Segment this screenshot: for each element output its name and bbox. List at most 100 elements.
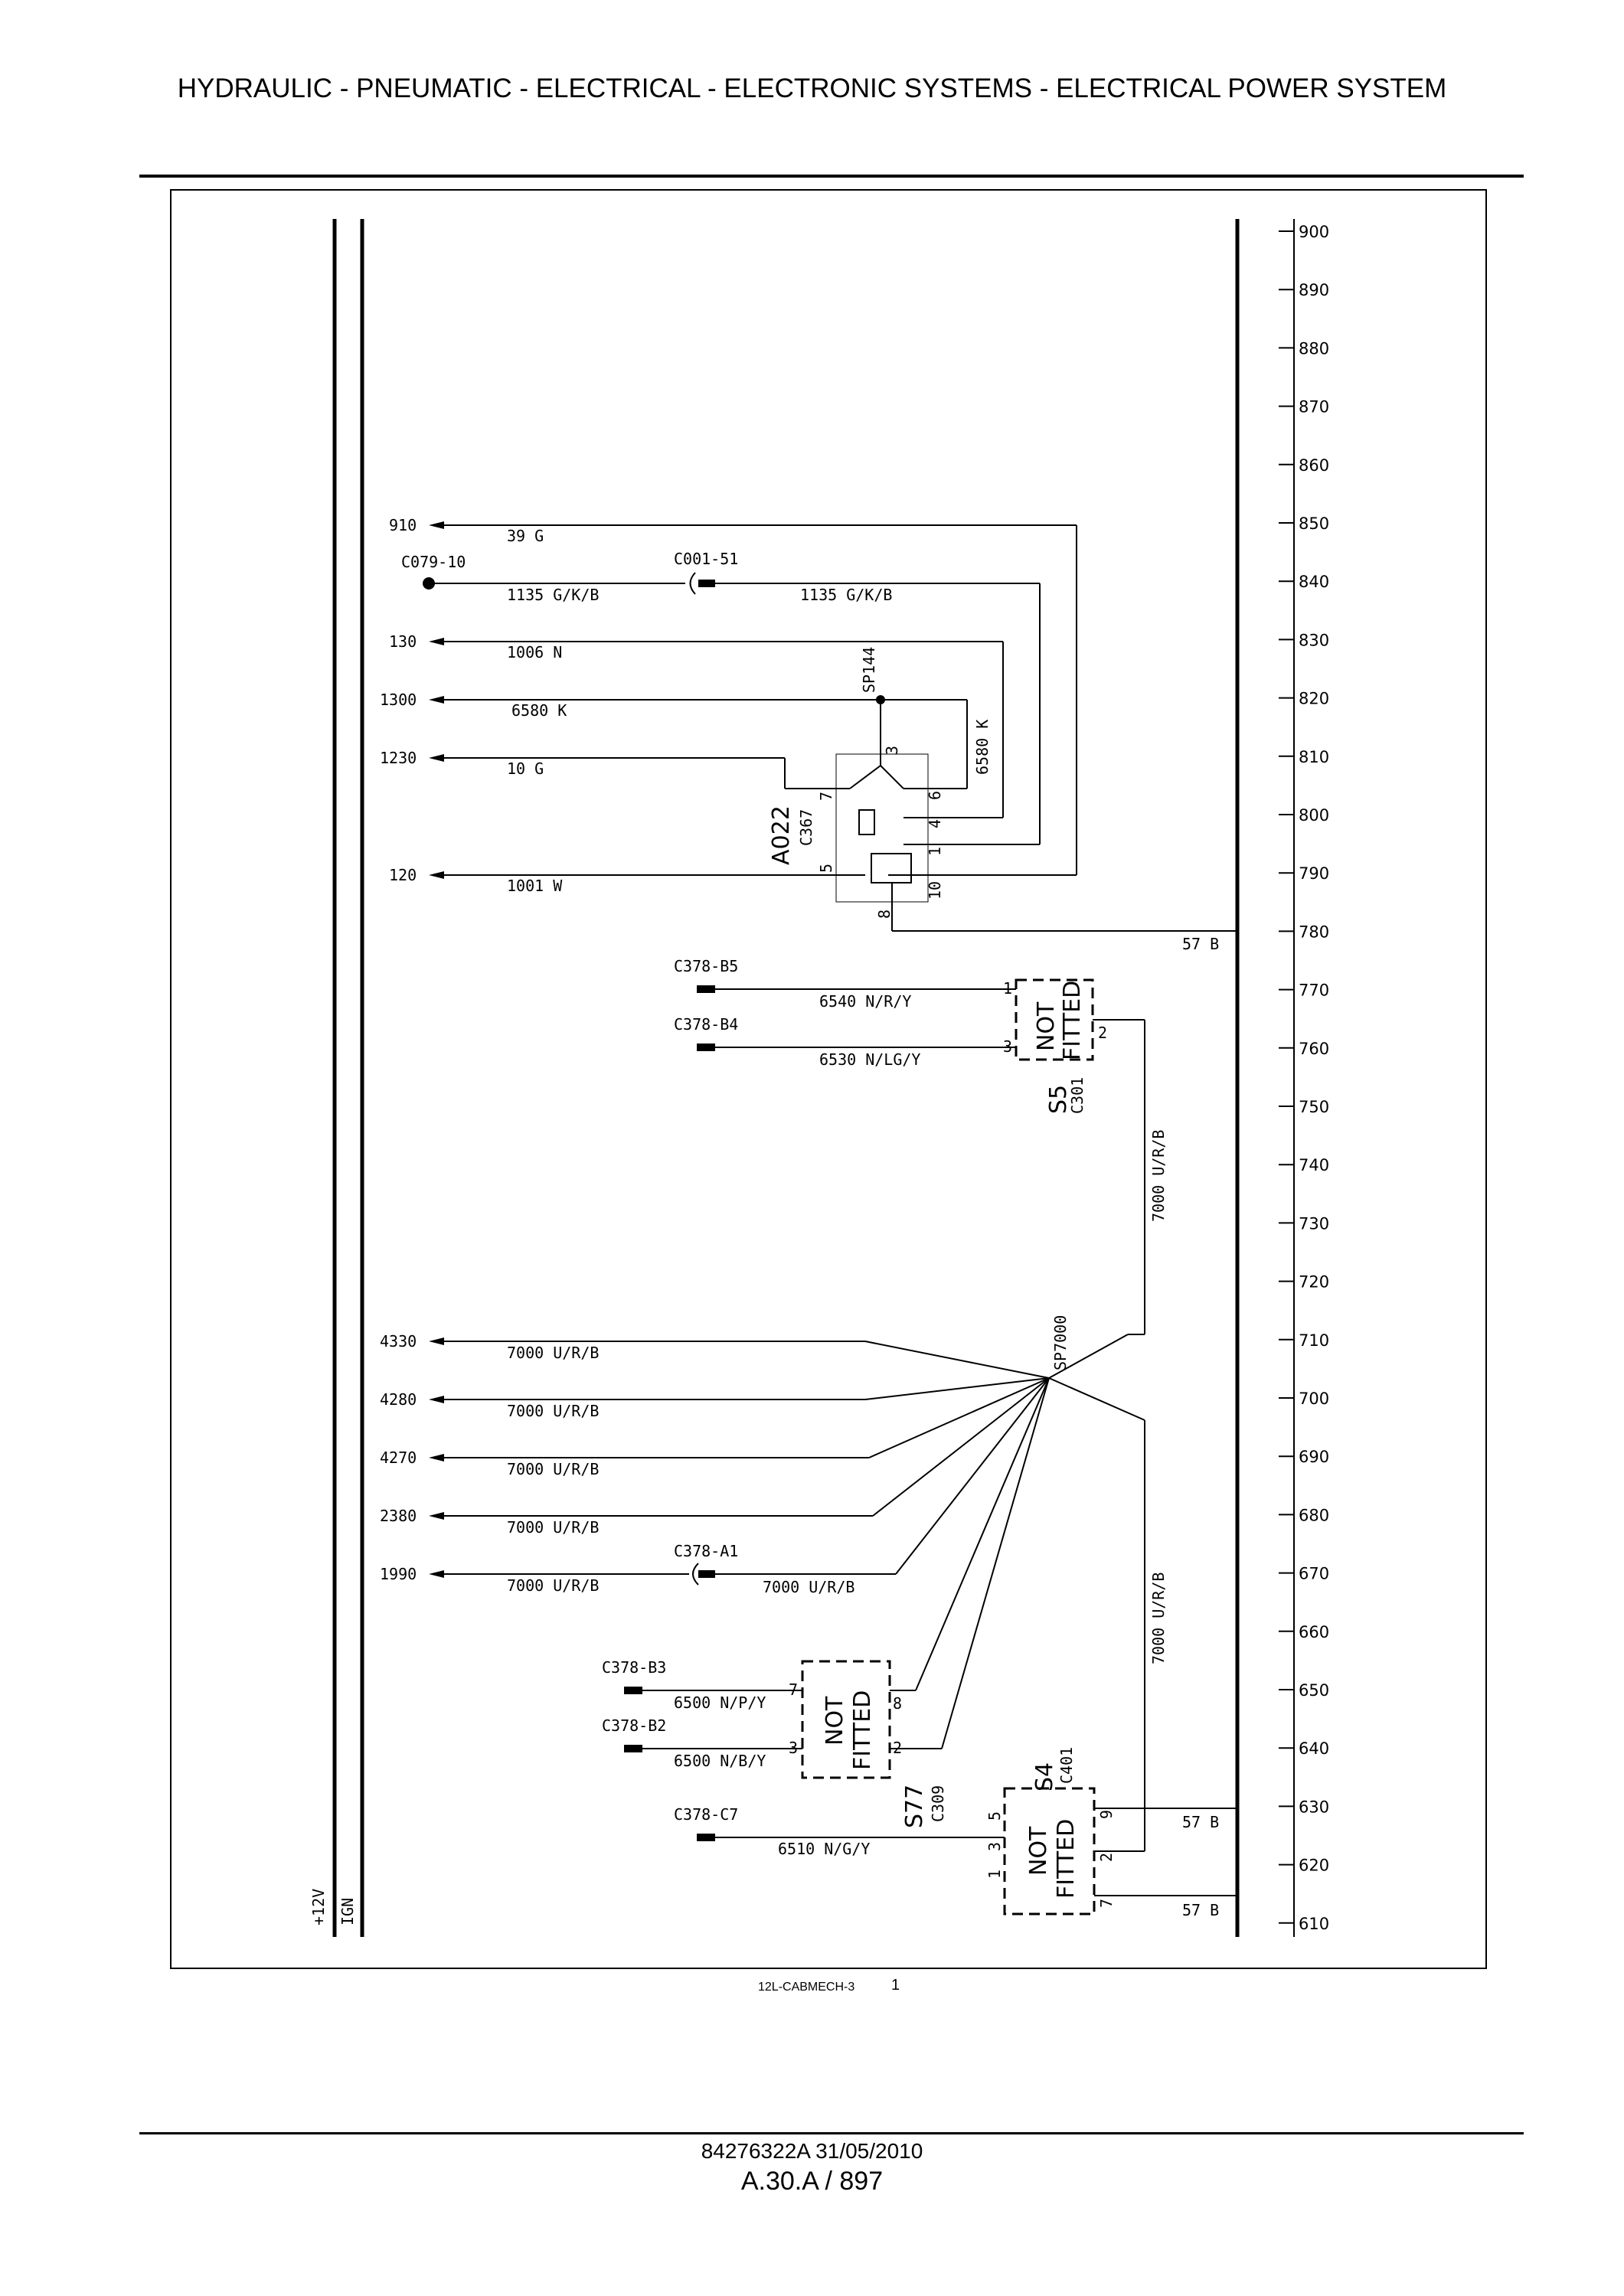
c378-b2-plug: [624, 1745, 642, 1752]
a022-body: [835, 753, 929, 903]
s77-not: NOT: [822, 1696, 848, 1746]
wire-7000-4270: 7000 U/R/B: [507, 1460, 599, 1478]
s5-name: S5: [1045, 1085, 1072, 1114]
s4-pin-9: 9: [1097, 1810, 1116, 1819]
wire-57b-780: 57 B: [1182, 935, 1219, 953]
s4-not: NOT: [1025, 1826, 1052, 1876]
s4-name: S4: [1031, 1762, 1058, 1791]
scale-label: 700: [1299, 1390, 1329, 1408]
ref-4280: 4280: [380, 1390, 417, 1409]
s5-not: NOT: [1033, 1001, 1060, 1051]
scale-ticks: [1279, 230, 1294, 1924]
sheet-number: 1: [891, 1977, 900, 1994]
a022-coil: [871, 853, 912, 883]
s4-pin-5: 5: [985, 1811, 1004, 1821]
c378-b4-label: C378-B4: [674, 1015, 738, 1034]
wire-39g: 39 G: [507, 527, 544, 545]
scale-label: 880: [1299, 339, 1329, 358]
s77-pin-8: 8: [893, 1694, 902, 1713]
a022-coil-symbol: [858, 809, 875, 835]
scale-label: 810: [1299, 748, 1329, 766]
c378-b3-plug: [624, 1687, 642, 1694]
scale-label: 870: [1299, 398, 1329, 416]
scale-label: 770: [1299, 981, 1329, 1000]
wire-1001w: 1001 W: [507, 877, 563, 895]
ref-130: 130: [389, 632, 417, 651]
supply-rail-label: +12V: [309, 1889, 328, 1925]
scale-label: 740: [1299, 1156, 1329, 1174]
s5-fitted: FITTED: [1059, 981, 1086, 1060]
scale-label: 650: [1299, 1681, 1329, 1700]
scale-label: 780: [1299, 923, 1329, 941]
wire-6500-npy: 6500 N/P/Y: [674, 1693, 766, 1712]
s4-pin-2: 2: [1097, 1853, 1116, 1862]
c079-10-terminal: [423, 577, 435, 590]
arrowheads: [429, 521, 444, 1578]
scale-label: 680: [1299, 1506, 1329, 1524]
scale-label: 620: [1299, 1857, 1329, 1875]
ref-1300: 1300: [380, 691, 417, 709]
scale-label: 610: [1299, 1915, 1329, 1933]
scale-label: 690: [1299, 1448, 1329, 1466]
c378-a1-label: C378-A1: [674, 1542, 738, 1560]
s4-pin-1: 1: [985, 1870, 1004, 1879]
c378-b2-label: C378-B2: [602, 1716, 666, 1735]
a022-pin-4: 4: [926, 819, 944, 828]
s77-connector: C309: [929, 1785, 947, 1822]
s4-fitted: FITTED: [1053, 1819, 1080, 1899]
scale-label: 790: [1299, 864, 1329, 883]
scale-label: 760: [1299, 1040, 1329, 1058]
doc-code: 84276322A 31/05/2010: [701, 2139, 923, 2163]
connector-plugs: [423, 577, 715, 1841]
scale-label: 670: [1299, 1565, 1329, 1583]
s5-pin-1: 1: [1003, 979, 1012, 998]
c378-b4-plug: [697, 1043, 715, 1051]
c378-b5-label: C378-B5: [674, 957, 738, 975]
scale-label: 850: [1299, 514, 1329, 533]
s5-body: [1015, 978, 1094, 1061]
diagram-label: 12L-CABMECH-3: [758, 1981, 855, 1994]
ref-1990: 1990: [380, 1565, 417, 1583]
s5-pin-3: 3: [1003, 1037, 1012, 1056]
ref-1230: 1230: [380, 749, 417, 767]
ref-4270: 4270: [380, 1448, 417, 1467]
s4-pin-7: 7: [1097, 1899, 1116, 1908]
wire-7000-4280: 7000 U/R/B: [507, 1402, 599, 1420]
scale-label: 630: [1299, 1798, 1329, 1816]
s77-body: [801, 1660, 891, 1779]
wire-57b-615: 57 B: [1182, 1901, 1219, 1919]
a022-pin-3: 3: [883, 746, 901, 755]
a022-name: A022: [768, 805, 795, 865]
scale-label: 840: [1299, 573, 1329, 591]
c378-b5-plug: [697, 985, 715, 993]
s77-pin-7: 7: [789, 1680, 798, 1699]
a022-connector: C367: [797, 809, 815, 846]
a022-pin-10: 10: [926, 881, 944, 900]
c001-51-plug: [698, 580, 715, 587]
c378-c7-label: C378-C7: [674, 1805, 738, 1824]
scale-label: 640: [1299, 1739, 1329, 1758]
s4-pin-3: 3: [985, 1842, 1004, 1851]
c378-c7-plug: [697, 1834, 715, 1841]
footer-rule: [139, 2132, 1524, 2134]
wire-1006n: 1006 N: [507, 643, 562, 661]
s77-pin-2: 2: [893, 1739, 902, 1757]
scale-label: 860: [1299, 456, 1329, 475]
ref-120: 120: [389, 866, 417, 884]
wire-57b-630: 57 B: [1182, 1813, 1219, 1831]
page-ref: A.30.A / 897: [740, 2167, 884, 2196]
scale-label: 720: [1299, 1273, 1329, 1292]
ref-2380: 2380: [380, 1507, 417, 1525]
scale-label: 730: [1299, 1214, 1329, 1233]
scale-labels: 9008908808708608508408308208108007907807…: [1299, 223, 1329, 1933]
s4-body: [1003, 1787, 1096, 1916]
wire-1135-right: 1135 G/K/B: [800, 586, 892, 604]
s77-pin-3: 3: [789, 1739, 798, 1757]
scale-label: 900: [1299, 223, 1329, 241]
ref-4330: 4330: [380, 1332, 417, 1350]
a022-pin-8: 8: [875, 910, 894, 919]
s77-fitted: FITTED: [849, 1690, 876, 1770]
wire-6580k-vertical: 6580 K: [973, 720, 992, 775]
s4-connector: C401: [1057, 1747, 1076, 1784]
